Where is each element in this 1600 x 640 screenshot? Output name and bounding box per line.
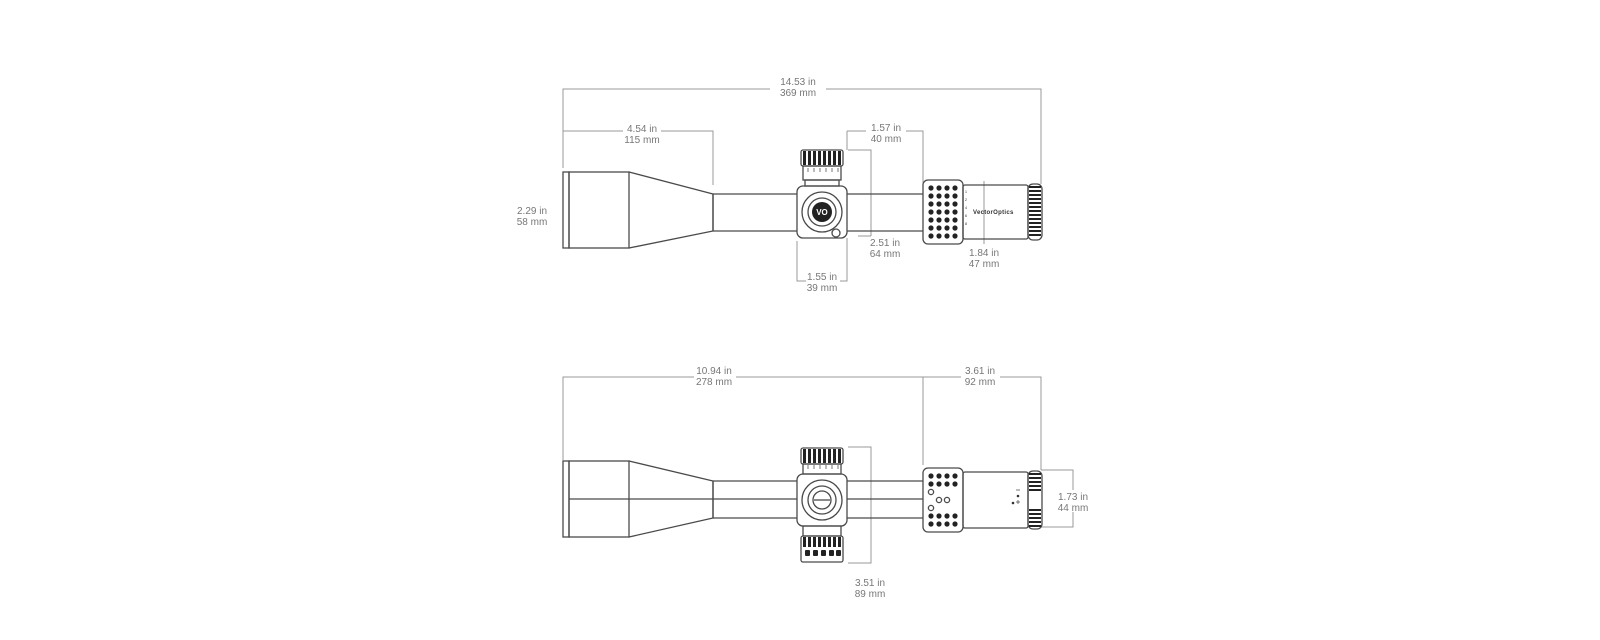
turret-height-mm: 64 mm bbox=[870, 249, 901, 260]
windage-knob bbox=[807, 485, 837, 515]
side-ocular-focus-ring bbox=[1027, 470, 1043, 530]
svg-text:4: 4 bbox=[965, 205, 968, 210]
vo-logo-icon: VO bbox=[812, 202, 832, 222]
top-dimension-lines bbox=[562, 88, 1042, 282]
side-dimension-lines bbox=[562, 376, 1074, 564]
turret-height-in: 2.51 in bbox=[870, 238, 900, 249]
overall-length-in: 14.53 in bbox=[780, 77, 816, 88]
objective-bell bbox=[568, 171, 630, 249]
front-length-in: 10.94 in bbox=[696, 366, 732, 377]
objective-diameter-in: 2.29 in bbox=[517, 206, 547, 217]
objective-cap-ring bbox=[562, 171, 570, 249]
side-scope-body bbox=[562, 447, 1043, 563]
eyepiece-section-mm: 92 mm bbox=[965, 377, 996, 388]
side-view: 10.94 in 278 mm 3.61 in 92 mm 3.51 in 89… bbox=[562, 366, 1088, 600]
top-view: VO bbox=[517, 77, 1043, 294]
eyepiece-section-in: 3.61 in bbox=[965, 366, 995, 377]
turret-span-mm: 89 mm bbox=[855, 589, 886, 600]
ocular-diameter-in: 1.73 in bbox=[1058, 492, 1088, 503]
overall-length-mm: 369 mm bbox=[780, 88, 816, 99]
eyepiece-diameter-in: 1.84 in bbox=[969, 248, 999, 259]
side-bottom-turret bbox=[800, 525, 844, 563]
ocular-focus-ring bbox=[1027, 183, 1043, 241]
magnification-ring bbox=[922, 179, 964, 245]
eyepiece-length-in: 1.57 in bbox=[871, 123, 901, 134]
side-labels: 10.94 in 278 mm 3.61 in 92 mm 3.51 in 89… bbox=[696, 366, 1088, 600]
bell-length-in: 4.54 in bbox=[627, 124, 657, 135]
svg-text:1: 1 bbox=[965, 189, 968, 194]
side-elevation-turret bbox=[800, 447, 844, 475]
elevation-turret bbox=[800, 149, 844, 187]
diopter-marks bbox=[1011, 489, 1020, 505]
ocular-diameter-mm: 44 mm bbox=[1058, 503, 1089, 514]
svg-text:2: 2 bbox=[965, 197, 968, 202]
turret-width-mm: 39 mm bbox=[807, 283, 838, 294]
eyepiece-length-mm: 40 mm bbox=[871, 134, 902, 145]
turret-width-in: 1.55 in bbox=[807, 272, 837, 283]
top-labels: 14.53 in 369 mm 4.54 in 115 mm 1.57 in 4… bbox=[517, 77, 1000, 294]
front-length-mm: 278 mm bbox=[696, 377, 732, 388]
bell-length-mm: 115 mm bbox=[624, 135, 659, 146]
turret-span-in: 3.51 in bbox=[855, 578, 885, 589]
brand-logo: VectorOptics bbox=[973, 210, 1014, 216]
magnification-scale: 1 2 4 6 8 bbox=[965, 189, 968, 226]
objective-diameter-mm: 58 mm bbox=[517, 217, 548, 228]
side-magnification-ring bbox=[922, 467, 964, 533]
svg-text:8: 8 bbox=[965, 221, 968, 226]
parallax-knob bbox=[801, 191, 843, 233]
svg-text:6: 6 bbox=[965, 213, 968, 218]
svg-text:VO: VO bbox=[816, 208, 828, 217]
top-scope-body: VO bbox=[562, 149, 1043, 249]
eyepiece-diameter-mm: 47 mm bbox=[969, 259, 1000, 270]
